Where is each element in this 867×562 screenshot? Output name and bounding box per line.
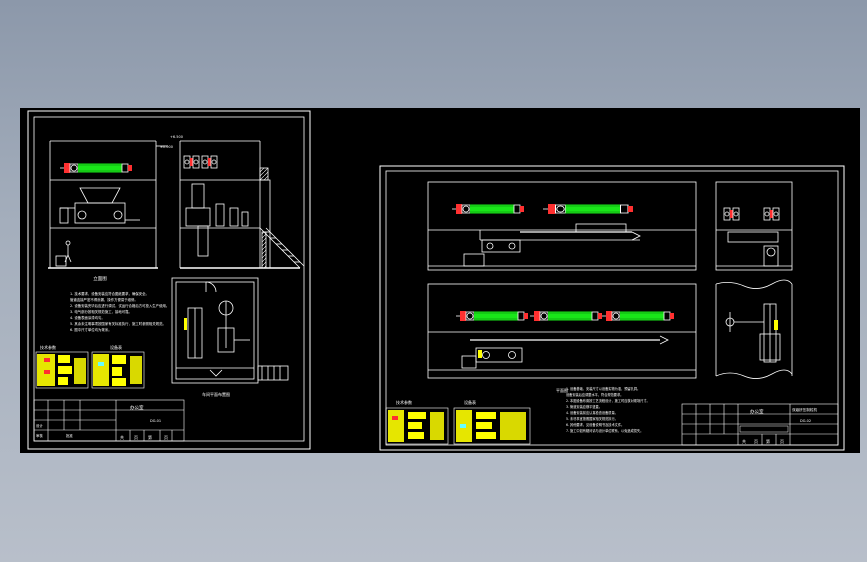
sheet-1-inner-border	[33, 116, 305, 442]
svg-text:5. 其余未注明事项按国家有关标准执行，施工时参照相关规范。: 5. 其余未注明事项按国家有关标准执行，施工时参照相关规范。	[70, 321, 166, 326]
sheet-2-drum-section-1	[723, 207, 740, 221]
sheet-2-dryer-3	[455, 310, 529, 322]
svg-text:第: 第	[766, 438, 770, 444]
svg-text:共: 共	[742, 438, 746, 444]
sheet-1[interactable]: ±0.000	[27, 110, 311, 450]
svg-text:页: 页	[164, 435, 168, 440]
sheet-1-plan-label: 车间平面布置图	[202, 391, 230, 397]
sheet-2-company: 办公室	[750, 408, 764, 415]
sheet-2-drum-section-2	[763, 207, 780, 221]
sheet-2-table-params: 技术参数	[385, 399, 449, 445]
svg-text:4. 设备表面涂漆均匀。: 4. 设备表面涂漆均匀。	[70, 315, 105, 320]
svg-text:7. 施工中如有疑问请与设计单位联系，以免造成损失。: 7. 施工中如有疑问请与设计单位联系，以免造成损失。	[566, 428, 643, 433]
svg-text:3. 管道安装应横平竖直。: 3. 管道安装应横平竖直。	[566, 404, 602, 409]
sheet-2-dryer-5	[601, 310, 675, 322]
sheet-2[interactable]: 平面图 1. 设备基础、安装尺寸以设备实物为准，预留孔洞。 设备安装后应调整水平…	[379, 165, 845, 451]
sheet-2-upper-section	[715, 181, 793, 271]
svg-text:设计: 设计	[36, 423, 43, 428]
sheet-2-title-block	[681, 403, 839, 446]
svg-text:第: 第	[148, 434, 152, 440]
svg-text:1. 设备基础、安装尺寸以设备实物为准，预留孔洞。: 1. 设备基础、安装尺寸以设备实物为准，预留孔洞。	[566, 386, 640, 391]
svg-text:审核: 审核	[36, 433, 43, 438]
sheet-2-upper-elevation	[427, 181, 697, 271]
sheet-2-dryer-4	[529, 310, 603, 322]
cad-drawing-area[interactable]: ±0.000	[20, 108, 860, 453]
svg-text:技术参数: 技术参数	[396, 399, 412, 405]
sheet-1-elevation-view	[48, 140, 168, 269]
sheet-1-drawing-no: DG-01	[150, 419, 161, 423]
svg-text:5. 未尽事宜按照国家相关规范执行。: 5. 未尽事宜按照国家相关规范执行。	[566, 416, 618, 421]
svg-text:管道连接严密不得渗漏，操作方便易于维修。: 管道连接严密不得渗漏，操作方便易于维修。	[70, 297, 138, 302]
sheet-1-plan-view	[171, 277, 289, 384]
svg-text:共: 共	[120, 434, 124, 440]
svg-text:设备表: 设备表	[464, 399, 476, 405]
svg-text:+6.500: +6.500	[170, 135, 183, 139]
svg-text:±0.000: ±0.000	[160, 145, 173, 149]
sheet-2-project-name: 双级挤压制粒机	[792, 407, 818, 412]
svg-text:页: 页	[754, 439, 758, 444]
sheet-2-dryer-2	[542, 203, 634, 215]
svg-text:2. 设备安装完毕后应进行调试，试运行合格后方可投入生产使用: 2. 设备安装完毕后应进行调试，试运行合格后方可投入生产使用。	[70, 303, 169, 308]
svg-text:6. 图中尺寸单位均为毫米。: 6. 图中尺寸单位均为毫米。	[70, 327, 112, 332]
sheet-2-table-equipment: 设备表	[453, 399, 531, 445]
svg-text:设备安装后应调整水平，符合规范要求。: 设备安装后应调整水平，符合规范要求。	[566, 392, 623, 397]
sheet-2-detail-marker	[774, 320, 778, 330]
sheet-2-scale-cells	[739, 425, 789, 433]
sheet-2-dryer-1	[451, 203, 525, 215]
cad-drawing: ±0.000	[27, 110, 845, 451]
sheet-2-lower-elevation	[427, 283, 697, 379]
sheet-1-drum-side-2	[201, 155, 218, 169]
sheet-2-lower-marker	[478, 350, 482, 358]
svg-text:2. 本图设备布置按工艺流程设计，施工时应核对现场尺寸。: 2. 本图设备布置按工艺流程设计，施工时应核对现场尺寸。	[566, 398, 650, 403]
sheet-1-plan-marker	[184, 318, 187, 330]
svg-text:设备表: 设备表	[110, 344, 122, 350]
svg-text:1. 技术要求，设备安装应符合图纸要求，确保安全。: 1. 技术要求，设备安装应符合图纸要求，确保安全。	[70, 291, 149, 296]
svg-text:6. 其他要求，见设备说明书及技术文件。: 6. 其他要求，见设备说明书及技术文件。	[566, 422, 624, 427]
svg-text:页: 页	[134, 435, 138, 440]
sheet-1-dryer-elevation	[59, 162, 133, 174]
sheet-1-drum-side	[183, 155, 200, 169]
sheet-2-drawing-no: DG-02	[800, 419, 811, 423]
sheet-1-company: 办公室	[130, 404, 144, 411]
svg-text:批准: 批准	[66, 433, 73, 438]
sheet-1-notes: 1. 技术要求，设备安装应符合图纸要求，确保安全。 管道连接严密不得渗漏，操作方…	[70, 291, 169, 332]
svg-text:3. 电气部分按相关规范施工，接地可靠。: 3. 电气部分按相关规范施工，接地可靠。	[70, 309, 132, 314]
svg-text:技术参数: 技术参数	[40, 344, 56, 350]
sheet-2-inner-border	[385, 170, 839, 446]
sheet-2-detail-view	[715, 279, 793, 379]
sheet-1-title-block	[33, 399, 185, 442]
sheet-2-view-label: 平面图	[556, 387, 568, 393]
sheet-1-side-view	[179, 140, 305, 269]
sheet-2-outer-border	[379, 165, 845, 451]
sheet-1-table-equipment: 设备表	[91, 344, 145, 389]
svg-text:4. 设备安装前应认真检查设备质量。: 4. 设备安装前应认真检查设备质量。	[566, 410, 618, 415]
svg-text:页: 页	[780, 439, 784, 444]
sheet-2-notes: 1. 设备基础、安装尺寸以设备实物为准，预留孔洞。 设备安装后应调整水平，符合规…	[566, 386, 650, 433]
sheet-1-table-params: 技术参数	[35, 344, 89, 389]
sheet-1-outer-border	[27, 110, 311, 450]
sheet-1-view-label: 立面图	[93, 275, 107, 282]
